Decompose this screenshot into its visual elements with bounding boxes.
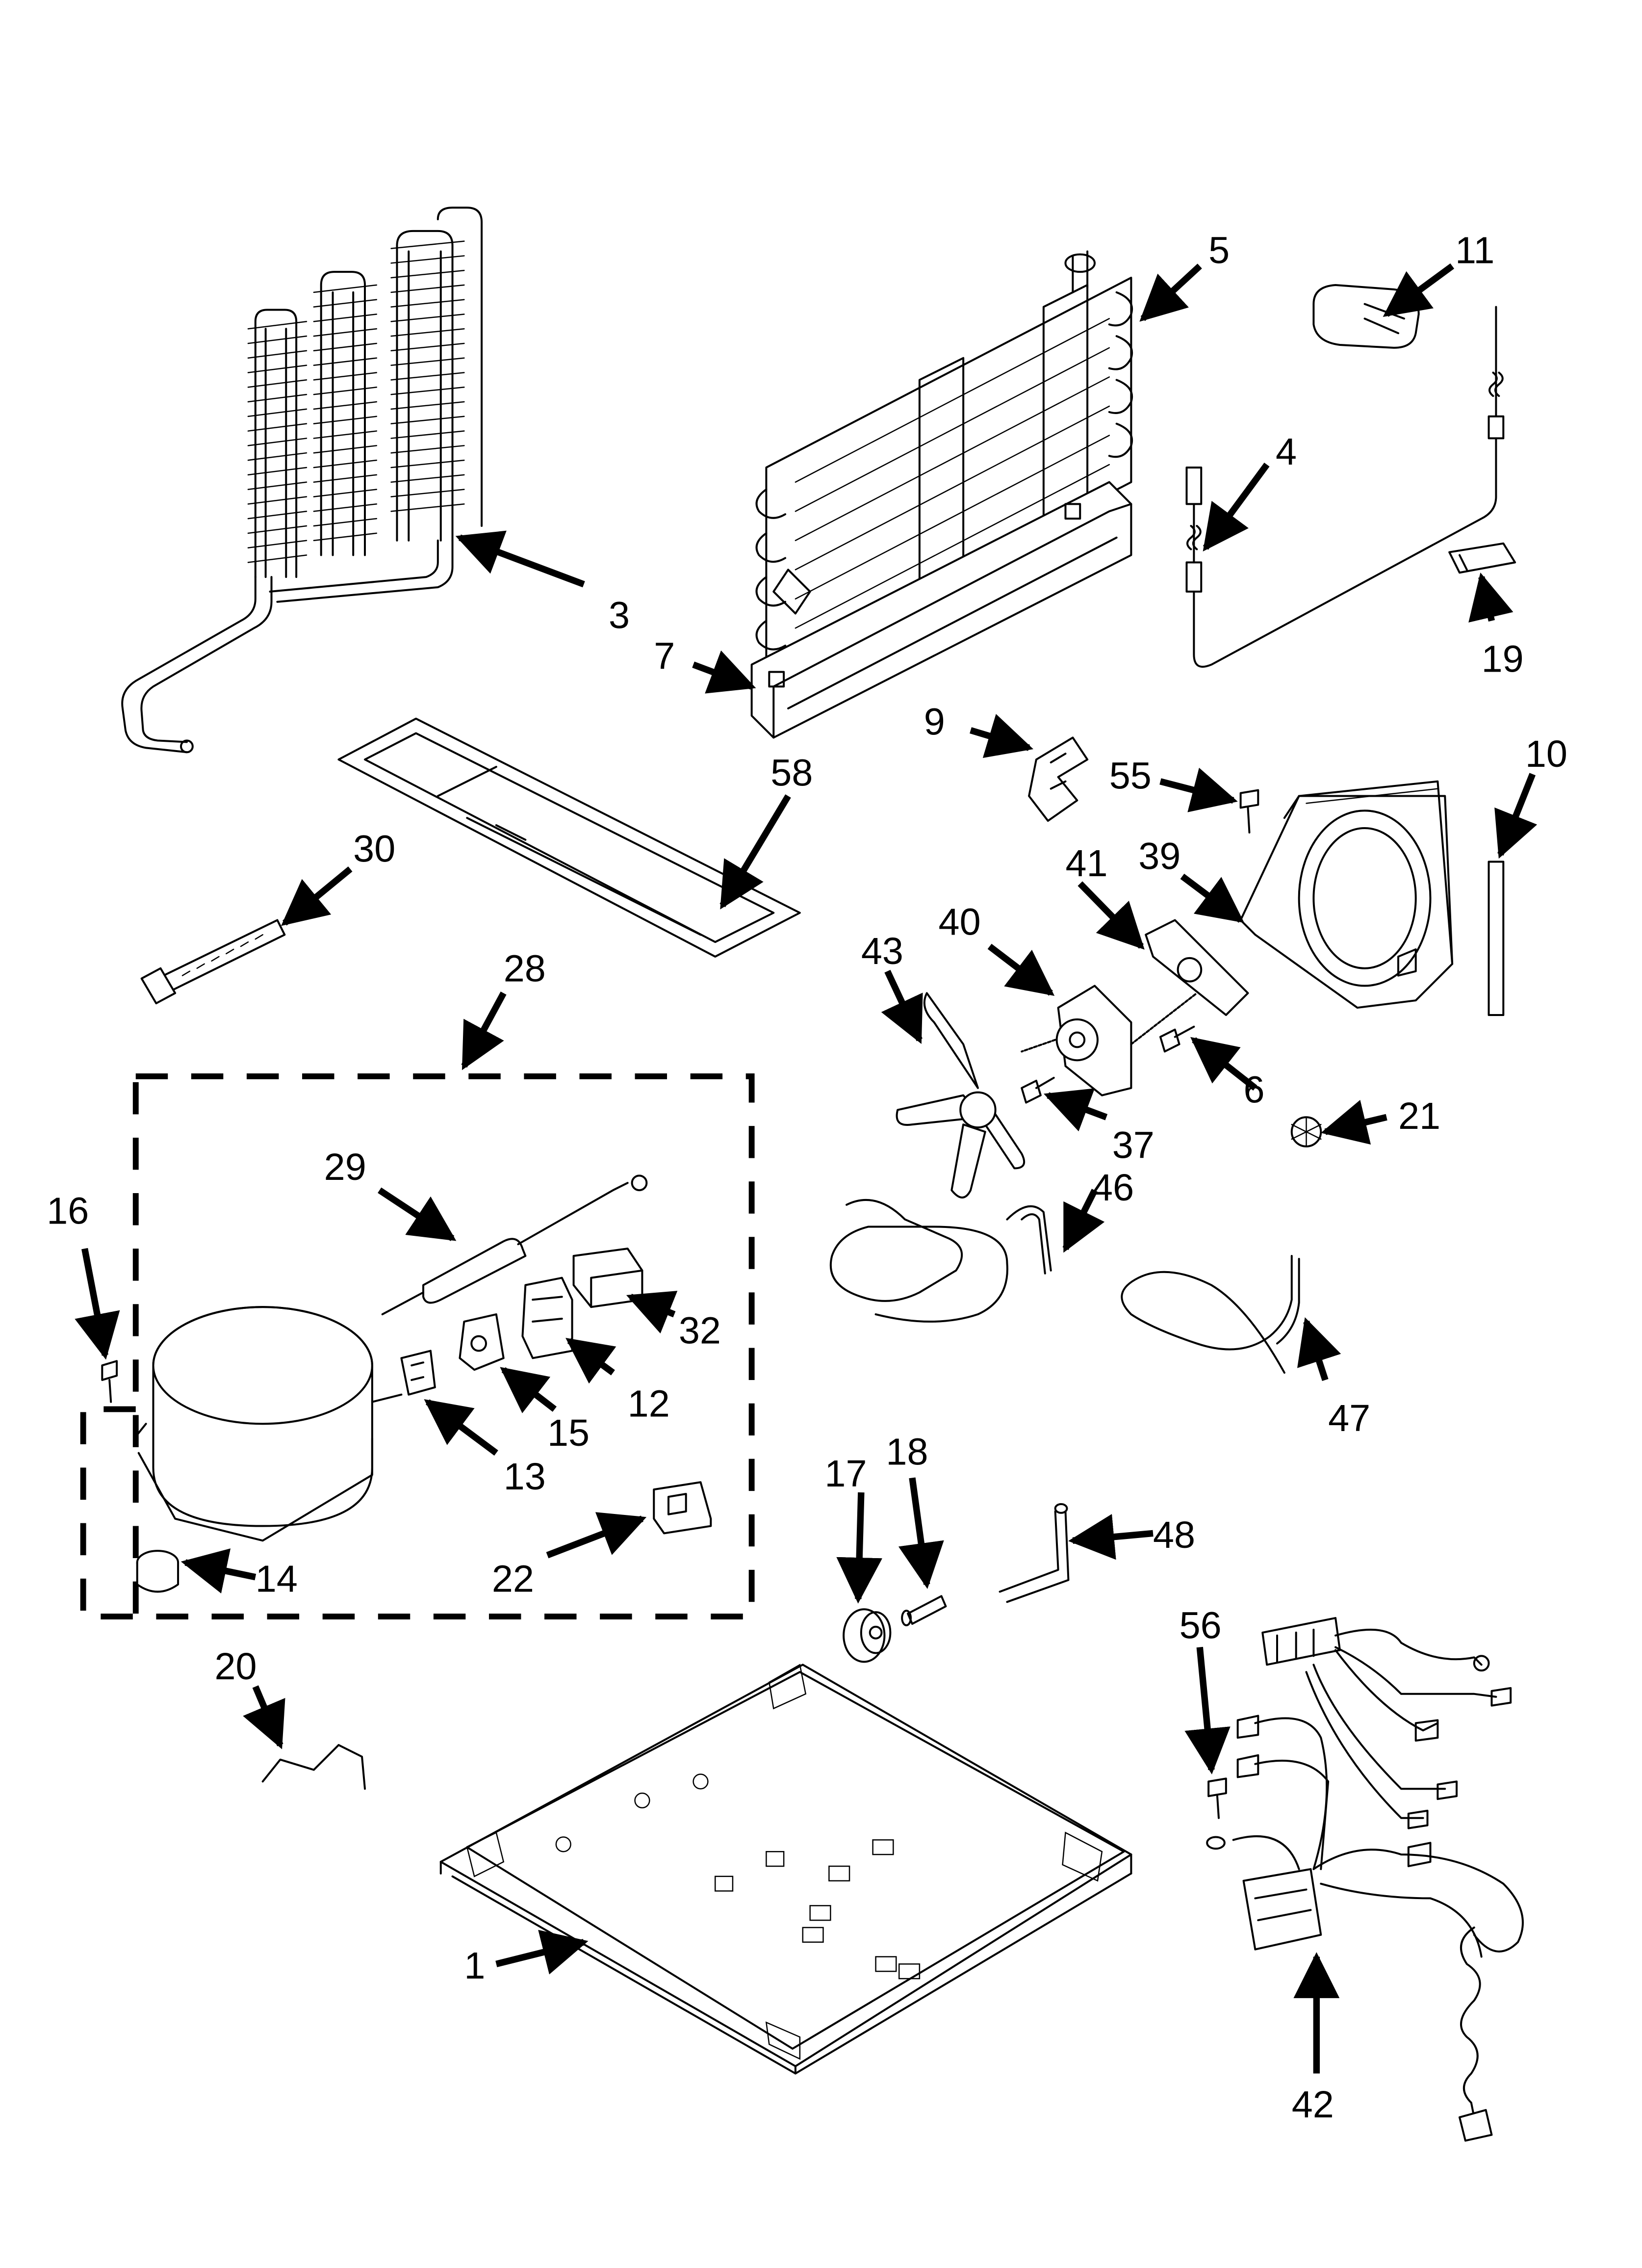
callout-40: 40 bbox=[939, 901, 981, 943]
start-relay bbox=[460, 1314, 503, 1370]
filter-drier bbox=[383, 1175, 647, 1314]
compressor bbox=[134, 1307, 402, 1540]
water-tube bbox=[1122, 1256, 1299, 1373]
callout-47: 47 bbox=[1328, 1397, 1370, 1439]
compressor-screw bbox=[102, 1361, 117, 1402]
overload-protector bbox=[522, 1278, 572, 1358]
thermistor-cover bbox=[1313, 285, 1418, 348]
condenser-coil bbox=[122, 208, 482, 752]
evaporator-fan-blade bbox=[897, 993, 1025, 1198]
main-wire-harness bbox=[1233, 1618, 1523, 2140]
power-connector bbox=[654, 1482, 711, 1533]
callout-28: 28 bbox=[504, 948, 546, 990]
callout-46: 46 bbox=[1092, 1167, 1134, 1209]
shroud-gasket bbox=[1489, 861, 1504, 1015]
evaporator-drain-trough bbox=[752, 482, 1131, 738]
callout-32: 32 bbox=[679, 1310, 721, 1352]
callout-30: 30 bbox=[353, 828, 395, 870]
fan-grommet bbox=[1292, 1117, 1321, 1147]
cable-tie bbox=[142, 920, 285, 1004]
callout-41: 41 bbox=[1065, 842, 1107, 885]
callout-19: 19 bbox=[1482, 638, 1524, 680]
callout-42: 42 bbox=[1292, 2084, 1334, 2126]
shroud-screw bbox=[1241, 790, 1258, 833]
callout-11: 11 bbox=[1455, 229, 1494, 271]
compressor-kit-outline-extension bbox=[80, 1406, 136, 1620]
callout-7: 7 bbox=[654, 635, 675, 678]
callout-58: 58 bbox=[770, 752, 813, 794]
wheel-axle bbox=[902, 1596, 946, 1625]
fan-motor-bracket bbox=[1146, 920, 1248, 1015]
wire-retainer bbox=[263, 1745, 365, 1789]
defrost-thermostat-wire bbox=[1186, 307, 1503, 667]
motor-screw bbox=[1160, 1027, 1194, 1052]
callout-48: 48 bbox=[1153, 1514, 1195, 1556]
base-frame bbox=[441, 1665, 1131, 2073]
compressor-terminal bbox=[401, 1351, 435, 1394]
callout-12: 12 bbox=[628, 1382, 670, 1425]
callout-17: 17 bbox=[824, 1453, 867, 1495]
callout-5: 5 bbox=[1208, 229, 1230, 271]
callout-6: 6 bbox=[1244, 1069, 1265, 1111]
callout-10: 10 bbox=[1525, 733, 1567, 775]
fan-shroud bbox=[1241, 782, 1453, 1008]
callout-13: 13 bbox=[504, 1456, 546, 1498]
drain-tube-elbow bbox=[1000, 1504, 1069, 1602]
callout-37: 37 bbox=[1112, 1124, 1155, 1167]
harness-ground-screw bbox=[1207, 1778, 1226, 1849]
callout-43: 43 bbox=[861, 930, 903, 972]
callout-4: 4 bbox=[1276, 431, 1297, 473]
callout-9: 9 bbox=[924, 701, 945, 743]
callout-29: 29 bbox=[324, 1146, 366, 1188]
callout-15: 15 bbox=[547, 1412, 590, 1454]
compressor-grommet bbox=[137, 1551, 178, 1591]
callout-16: 16 bbox=[47, 1190, 89, 1232]
drain-tube bbox=[831, 1200, 1051, 1322]
compressor-kit-outline bbox=[132, 1073, 755, 1620]
callout-3: 3 bbox=[609, 594, 630, 636]
callout-22: 22 bbox=[492, 1558, 534, 1600]
callout-39: 39 bbox=[1138, 835, 1180, 877]
fan-blade-screw bbox=[1022, 1078, 1053, 1103]
evaporator-clip bbox=[1029, 738, 1087, 821]
drain-pan bbox=[338, 719, 799, 957]
roller-wheel bbox=[844, 1609, 890, 1662]
callout-14: 14 bbox=[256, 1558, 298, 1600]
callout-20: 20 bbox=[214, 1645, 257, 1688]
callout-18: 18 bbox=[886, 1431, 928, 1473]
callout-56: 56 bbox=[1180, 1605, 1222, 1647]
evaporator-fan-motor bbox=[1022, 986, 1197, 1095]
wire-clip bbox=[1449, 544, 1515, 573]
callout-55: 55 bbox=[1109, 755, 1152, 797]
callout-labels: 1 3 4 5 6 7 9 10 11 12 13 14 15 16 17 18… bbox=[47, 229, 1567, 2126]
leader-lines bbox=[75, 263, 1538, 2074]
callout-1: 1 bbox=[464, 1945, 485, 1987]
callout-21: 21 bbox=[1398, 1095, 1440, 1137]
